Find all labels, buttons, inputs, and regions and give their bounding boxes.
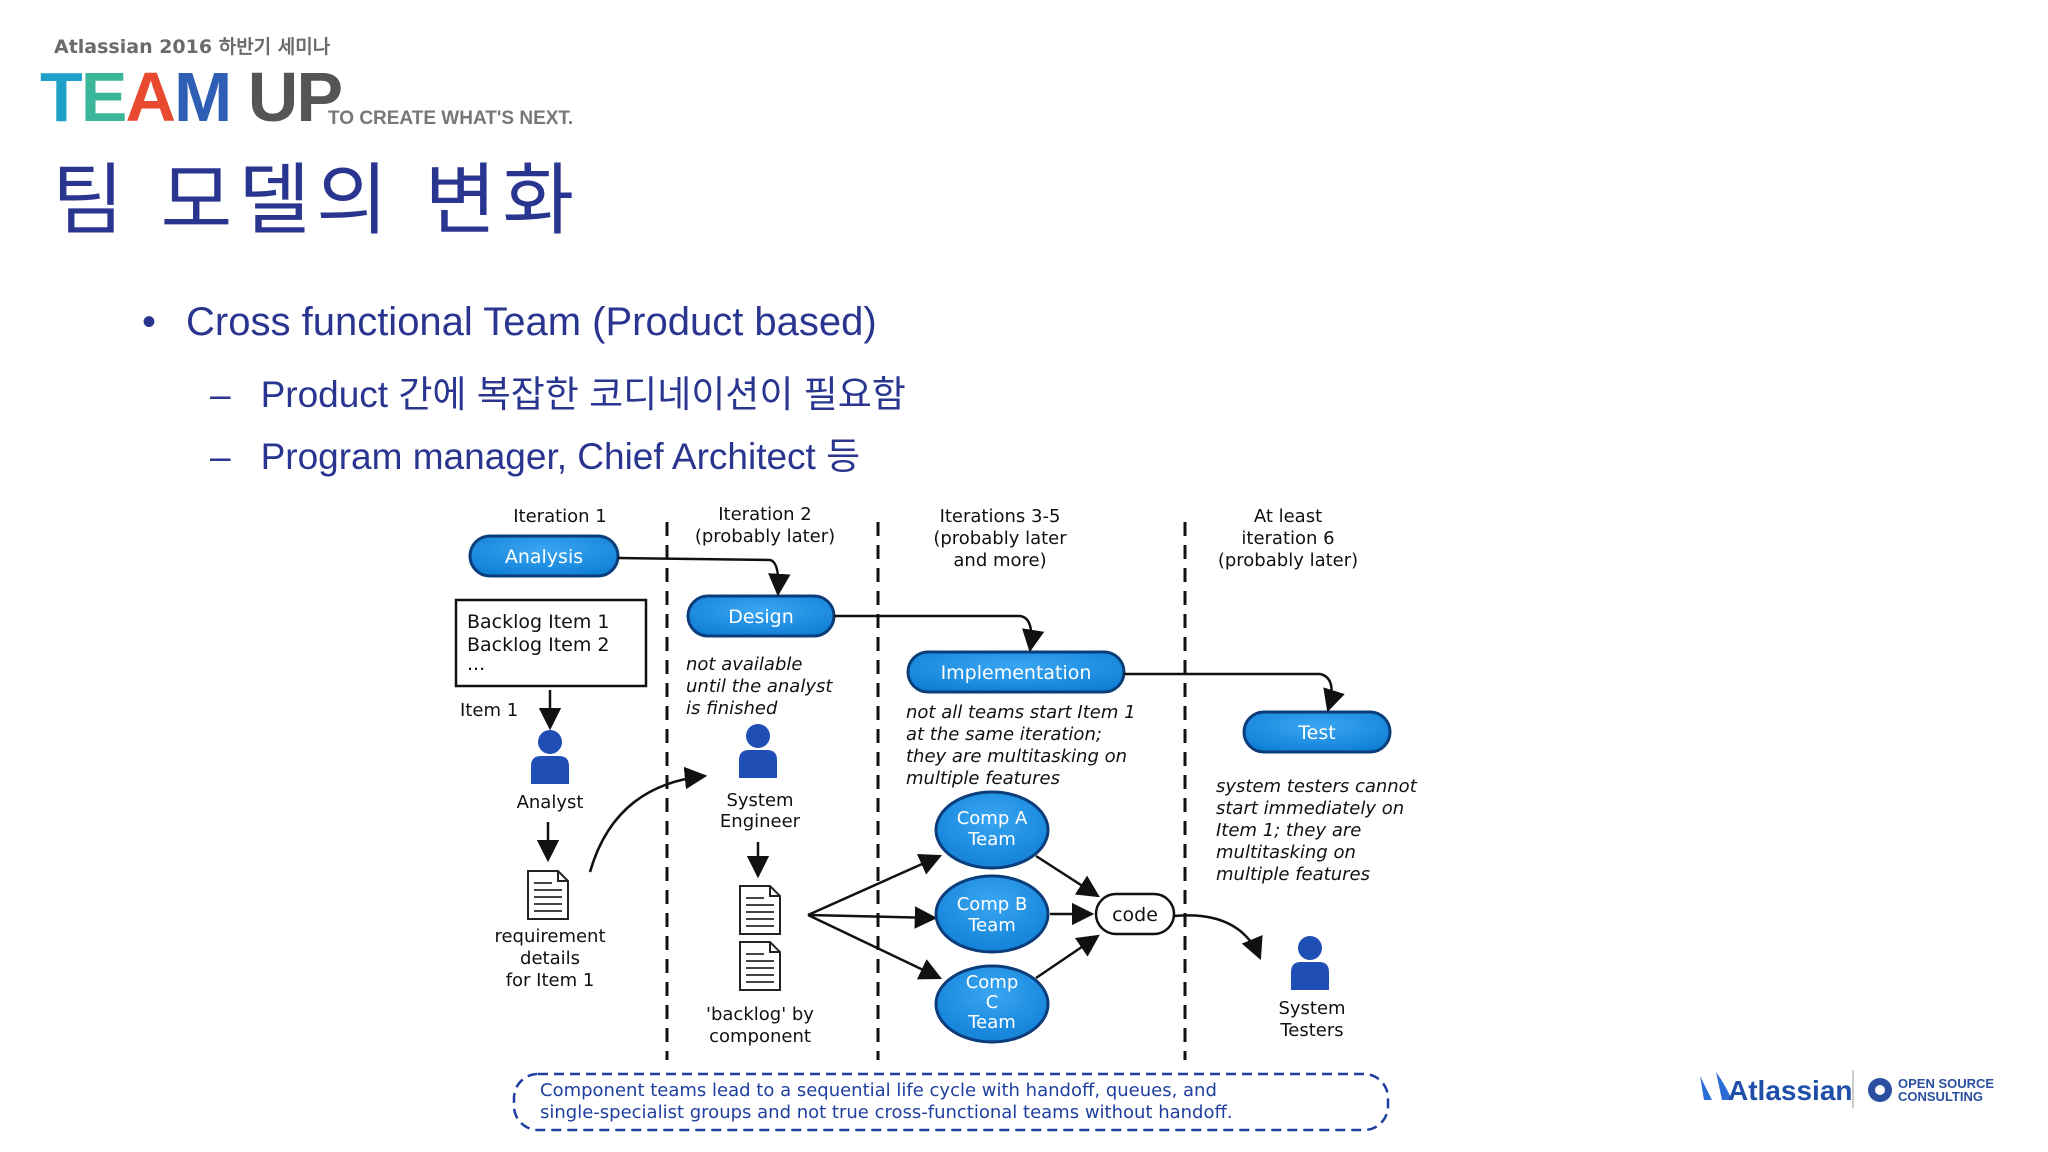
code-box	[1094, 892, 1176, 936]
comp-b-team-node	[934, 874, 1050, 954]
component-document-icon	[739, 941, 781, 991]
bullet-sub-2: –Program manager, Chief Architect 등	[210, 426, 860, 480]
design-label: Design	[728, 606, 794, 628]
team-up-logo: TEAM UP	[40, 58, 343, 136]
doc-to-team-b-arrow	[807, 906, 938, 929]
design-to-implementation-arrow	[834, 614, 1045, 653]
comp-c-team-node	[934, 964, 1050, 1044]
requirement-document-icon	[527, 870, 569, 920]
team-a-to-code-arrow	[1035, 854, 1100, 898]
analyst-person-icon	[531, 730, 569, 784]
analysis-label: Analysis	[505, 546, 583, 568]
implementation-node	[906, 650, 1126, 694]
doc-to-team-c-arrow	[807, 913, 943, 980]
tagline: TO CREATE WHAT'S NEXT.	[328, 108, 574, 129]
doc-to-team-a-arrow	[807, 853, 943, 917]
code-label: code	[1112, 904, 1158, 926]
column-header-iteration-2: Iteration 2(probably later)	[695, 504, 835, 547]
comp-a-team-node	[934, 790, 1050, 870]
item-1-label: Item 1	[460, 700, 518, 721]
bullet-main-text: Cross functional Team (Product based)	[186, 300, 877, 344]
dash-marker: –	[210, 374, 231, 415]
caption-text: Component teams lead to a sequential lif…	[540, 1080, 1233, 1123]
backlog-item-2: Backlog Item 2	[467, 634, 610, 656]
implementation-to-test-arrow	[1124, 672, 1345, 713]
implementation-label: Implementation	[941, 662, 1092, 684]
atlassian-logo-text: Atlassian	[1728, 1075, 1853, 1106]
analysis-node	[468, 534, 620, 578]
atlassian-logo-icon	[1700, 1072, 1732, 1100]
component-document-icon	[739, 885, 781, 935]
page-title: 팀 모델의 변화	[52, 156, 581, 246]
caption-box	[512, 1072, 1390, 1132]
team-c-to-code-arrow	[1035, 934, 1100, 980]
seminar-label: Atlassian 2016 하반기 세미나	[54, 36, 331, 58]
system-engineer-person-icon	[739, 724, 777, 778]
test-label: Test	[1297, 722, 1335, 744]
atlassian-logo: Atlassian	[1700, 1072, 1853, 1106]
bullet-sub-2-text: Program manager, Chief Architect 등	[260, 436, 861, 477]
analyst-label: Analyst	[517, 792, 584, 813]
bullet-sub-1: –Product 간에 복잡한 코디네이션이 필요함	[210, 364, 906, 418]
code-to-testers-arrow	[1173, 914, 1263, 961]
bullet-sub-1-text: Product 간에 복잡한 코디네이션이 필요함	[260, 374, 906, 415]
system-testers-person-icon	[1291, 936, 1329, 990]
test-node	[1242, 710, 1392, 754]
backlog-box	[454, 598, 648, 688]
requirements-to-engineer-arrow	[588, 766, 708, 873]
bullet-marker: •	[142, 300, 157, 344]
bullet-main: • Cross functional Team (Product based)	[142, 300, 877, 345]
backlog-item-1: Backlog Item 1	[467, 611, 610, 633]
dash-marker: –	[210, 436, 231, 477]
column-header-iteration-1: Iteration 1	[513, 506, 607, 527]
backlog-ellipsis: ...	[467, 653, 485, 675]
analysis-to-design-arrow	[617, 556, 791, 597]
